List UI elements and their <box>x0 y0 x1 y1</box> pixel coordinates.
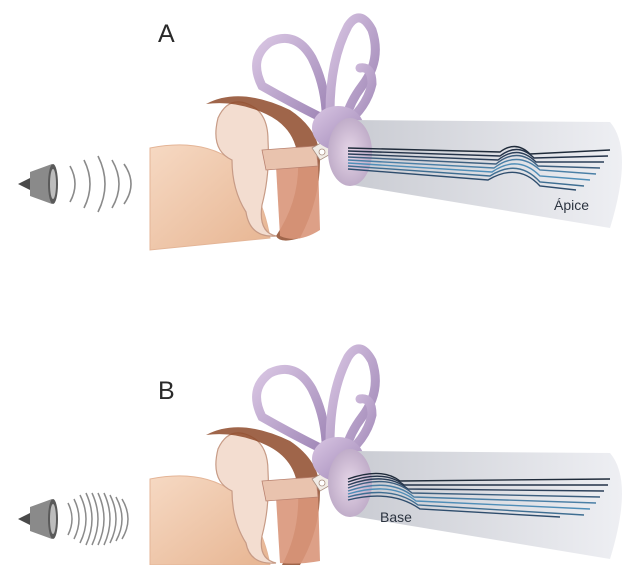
apex-label: Ápice <box>554 197 589 213</box>
ear-diagram-b <box>0 283 637 565</box>
panel-label-a: A <box>158 20 175 49</box>
sound-waves-low-frequency <box>70 156 131 212</box>
sound-waves-high-frequency <box>68 493 128 545</box>
panel-b: B Base <box>0 283 637 565</box>
speaker-icon <box>18 164 58 204</box>
base-label: Base <box>380 509 412 525</box>
cochlea-cone <box>346 451 622 559</box>
speaker-icon <box>18 499 58 539</box>
panel-a: A Ápice <box>0 0 637 282</box>
ear-diagram-a <box>0 0 637 282</box>
panel-label-b: B <box>158 377 175 406</box>
